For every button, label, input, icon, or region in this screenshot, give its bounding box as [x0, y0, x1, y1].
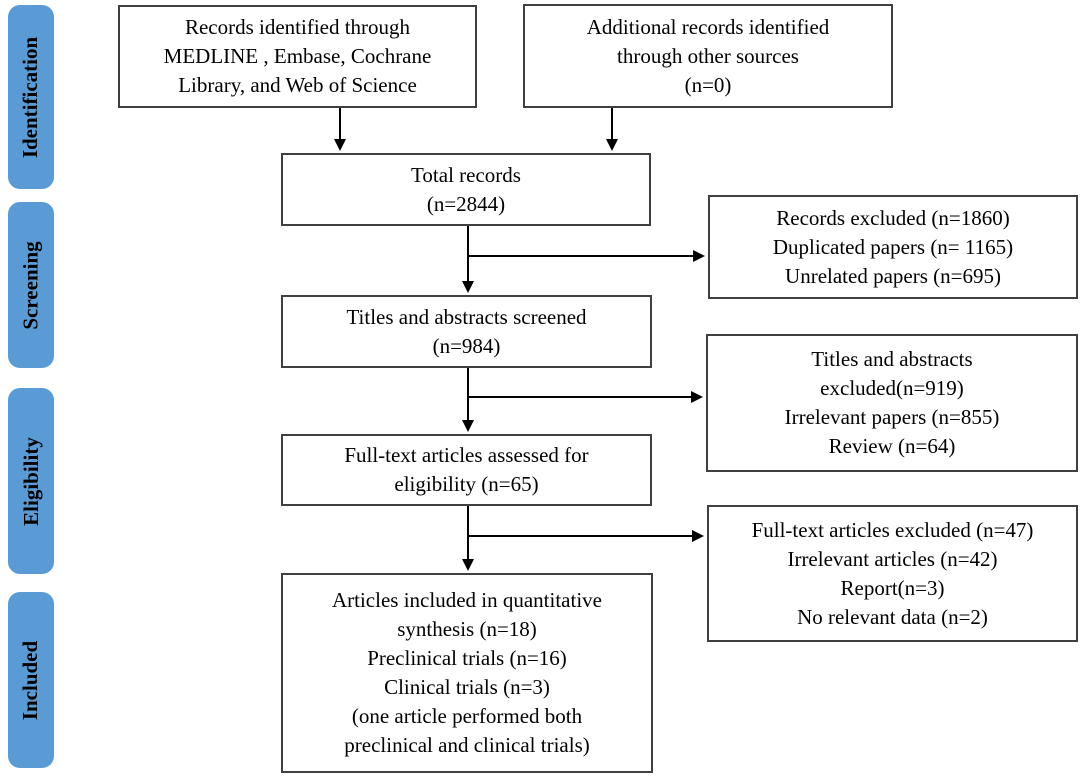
stage-label: Screening: [18, 240, 43, 330]
box-fulltext-excluded: Full-text articles excluded (n=47) Irrel…: [707, 505, 1078, 642]
stage-label: Identification: [18, 36, 43, 158]
box-titles-excluded: Titles and abstracts excluded(n=919) Irr…: [706, 334, 1078, 472]
box-text-line: Full-text articles assessed for: [344, 443, 589, 467]
box-text-line: Total records: [411, 162, 521, 187]
box-text-line: eligibility (n=65): [394, 472, 539, 496]
box-text-line: Titles and abstracts: [811, 347, 973, 371]
box-text-line: Preclinical trials (n=16): [367, 646, 567, 670]
box-text-line: Review (n=64): [828, 434, 956, 458]
box-text-line: Records excluded (n=1860): [776, 205, 1010, 230]
stage-label: Eligibility: [18, 436, 43, 526]
box-text-line: Library, and Web of Science: [178, 73, 417, 97]
box-text-line: (one article performed both: [351, 704, 583, 728]
stage-label: Included: [18, 640, 43, 720]
box-text-line: Additional records identified: [586, 14, 830, 39]
box-text-line: preclinical and clinical trials): [344, 733, 590, 757]
box-text-line: Unrelated papers (n=695): [785, 263, 1001, 288]
box-text-line: excluded(n=919): [820, 376, 964, 400]
box-text-line: Report(n=3): [840, 575, 945, 600]
box-text-line: (n=2844): [426, 191, 506, 216]
box-records-excluded: Records excluded (n=1860) Duplicated pap…: [708, 195, 1078, 299]
box-records-identified: Records identified through MEDLINE , Emb…: [118, 5, 477, 108]
stage-eligibility: Eligibility: [8, 388, 54, 574]
box-additional-records: Additional records identified through ot…: [523, 4, 893, 108]
stage-identification: Identification: [8, 5, 54, 189]
box-text-line: Titles and abstracts screened: [346, 304, 587, 329]
box-text-line: Clinical trials (n=3): [384, 675, 550, 699]
box-text-line: No relevant data (n=2): [797, 604, 988, 629]
box-total-records: Total records (n=2844): [281, 153, 651, 226]
stage-screening: Screening: [8, 202, 54, 368]
box-text-line: Irrelevant papers (n=855): [784, 405, 1000, 429]
box-text-line: Irrelevant articles (n=42): [787, 546, 998, 571]
box-included-articles: Articles included in quantitative synthe…: [281, 573, 653, 773]
box-text-line: (n=984): [432, 333, 501, 358]
box-text-line: MEDLINE , Embase, Cochrane: [163, 44, 432, 68]
stage-included: Included: [8, 592, 54, 768]
box-text-line: Full-text articles excluded (n=47): [751, 517, 1034, 542]
box-text-line: Duplicated papers (n= 1165): [772, 234, 1014, 259]
box-text-line: Records identified through: [184, 15, 411, 39]
box-titles-screened: Titles and abstracts screened (n=984): [281, 295, 652, 368]
box-text-line: (n=0): [684, 72, 732, 97]
box-fulltext-assessed: Full-text articles assessed for eligibil…: [281, 434, 652, 506]
box-text-line: synthesis (n=18): [397, 617, 537, 641]
box-text-line: Articles included in quantitative: [331, 588, 602, 612]
box-text-line: through other sources: [617, 43, 799, 68]
